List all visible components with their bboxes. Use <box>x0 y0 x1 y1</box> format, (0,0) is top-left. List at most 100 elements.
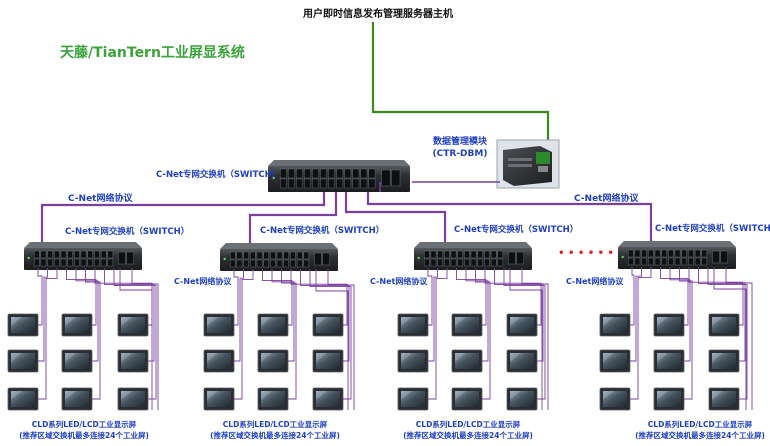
screen-cable <box>85 268 101 400</box>
network-switch-icon <box>24 242 142 270</box>
screen-cable <box>660 267 689 326</box>
backbone-label-right: C-Net网络协议 <box>574 192 639 204</box>
industrial-display-icon <box>257 387 289 411</box>
zone-display-note: (推荐区域交换机最多连接24个工业屏) <box>403 430 533 440</box>
screen-cable <box>281 269 297 400</box>
zone-protocol-label: C-Net网络协议 <box>174 276 232 286</box>
zone-1: C-Net专网交换机（SWITCH） C-Net网络协议 CLD系列LED/LC… <box>7 226 232 440</box>
backbone-lines <box>40 182 653 244</box>
zone-3: C-Net专网交换机（SWITCH） C-Net网络协议 CLD系列LED/LC… <box>397 224 624 440</box>
screen-cable <box>669 267 691 362</box>
screen-cable <box>707 267 748 400</box>
backbone-link-4 <box>366 192 653 242</box>
trunk-cable <box>327 269 355 410</box>
industrial-display-icon <box>599 349 631 373</box>
industrial-display-icon <box>506 387 538 411</box>
brand-title: 天藤/TianTern工业屏显系统 <box>60 44 245 61</box>
zone-switch-label: C-Net专网交换机（SWITCH） <box>260 225 384 236</box>
screen-cable <box>234 269 244 362</box>
zone-display-caption: CLD系列LED/LCD工业显示屏 <box>223 419 328 429</box>
screen-cable <box>66 268 97 326</box>
core-switch-label: C-Net专网交换机（SWITCH） <box>156 169 280 180</box>
industrial-display-icon <box>203 313 235 337</box>
industrial-display-icon <box>203 349 235 373</box>
trunk-cable <box>521 268 549 410</box>
industrial-display-icon <box>117 387 149 411</box>
industrial-display-icon <box>61 349 93 373</box>
dbm-label-line2: (CTR-DBM) <box>433 149 488 159</box>
screen-cable <box>234 269 254 400</box>
screen-cable <box>262 269 293 326</box>
zone-2: C-Net专网交换机（SWITCH） C-Net网络协议 CLD系列LED/LC… <box>203 225 428 440</box>
industrial-display-icon <box>506 349 538 373</box>
screen-cable <box>688 267 744 326</box>
zone-display-note: (推荐区域交换机最多连接24个工业屏) <box>210 430 340 440</box>
server-link-line <box>371 22 550 160</box>
server-host-label: 用户即时信息发布管理服务器主机 <box>302 7 453 20</box>
screen-cable <box>428 268 448 400</box>
industrial-display-icon <box>203 387 235 411</box>
industrial-display-icon <box>708 349 740 373</box>
screen-cable <box>233 269 239 326</box>
screen-cable <box>630 267 642 362</box>
trunk-cable <box>131 268 159 410</box>
screen-cable <box>630 267 652 400</box>
zone-switch-label: C-Net专网交换机（SWITCH） <box>454 224 578 235</box>
core-switch-icon <box>268 160 410 192</box>
backbone-link-1 <box>40 192 326 243</box>
industrial-display-icon <box>61 387 93 411</box>
zone-4: C-Net专网交换机（SWITCH） CLD系列LED/LCD工业显示屏 (推荐… <box>599 223 770 440</box>
industrial-display-icon <box>451 387 483 411</box>
industrial-display-icon <box>7 349 39 373</box>
industrial-display-icon <box>117 313 149 337</box>
industrial-display-icon <box>7 313 39 337</box>
zone-display-note: (推荐区域交换机最多连接24个工业屏) <box>19 430 149 440</box>
screen-cable <box>38 268 58 400</box>
screen-cable <box>679 267 693 400</box>
trunk-cable <box>315 269 349 410</box>
industrial-display-icon <box>61 313 93 337</box>
data-module-icon <box>496 139 560 189</box>
screen-cable <box>38 268 48 362</box>
trunk-cable <box>509 268 543 410</box>
industrial-display-icon <box>708 387 740 411</box>
backbone-label-left: C-Net网络协议 <box>68 192 133 204</box>
more-zones-ellipsis: • • • • • • <box>558 248 614 259</box>
zone-switch-label: C-Net专网交换机（SWITCH） <box>65 226 189 237</box>
industrial-display-icon <box>257 313 289 337</box>
screen-cable <box>630 267 635 326</box>
network-switch-icon <box>414 242 532 270</box>
zone-display-caption: CLD系列LED/LCD工业显示屏 <box>416 419 521 429</box>
industrial-display-icon <box>117 349 149 373</box>
industrial-display-icon <box>506 313 538 337</box>
zone-display-caption: CLD系列LED/LCD工业显示屏 <box>32 419 137 429</box>
screen-cable <box>75 268 99 362</box>
industrial-display-icon <box>451 313 483 337</box>
backbone-link-3 <box>344 192 447 243</box>
screen-cable <box>113 268 157 400</box>
industrial-display-icon <box>653 387 685 411</box>
zone-display-note: (推荐区域交换机最多连接24个工业屏) <box>635 430 765 440</box>
screen-cable <box>37 268 43 326</box>
screen-cable <box>484 268 542 326</box>
industrial-display-icon <box>312 313 344 337</box>
industrial-display-icon <box>451 349 483 373</box>
trunk-cable <box>725 267 753 410</box>
screen-cable <box>475 268 491 400</box>
backbone-link-2 <box>248 192 338 244</box>
zone-switch-label: C-Net专网交换机（SWITCH） <box>655 223 770 234</box>
zone-protocol-label: C-Net网络协议 <box>370 276 428 286</box>
screen-cable <box>428 268 438 362</box>
industrial-display-icon <box>397 313 429 337</box>
screen-cable <box>456 268 487 326</box>
industrial-display-icon <box>312 387 344 411</box>
industrial-display-icon <box>7 387 39 411</box>
network-switch-icon <box>618 241 736 269</box>
industrial-display-icon <box>599 387 631 411</box>
industrial-display-icon <box>708 313 740 337</box>
industrial-display-icon <box>397 349 429 373</box>
industrial-display-icon <box>312 349 344 373</box>
zone-protocol-label: C-Net网络协议 <box>566 276 624 286</box>
screen-cable <box>290 269 348 326</box>
